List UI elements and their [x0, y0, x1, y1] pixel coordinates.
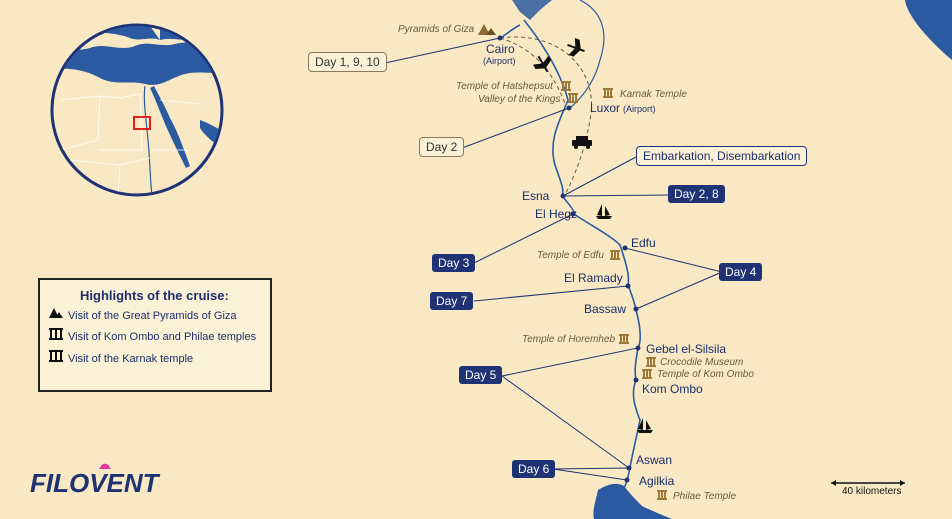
- temple-icon: [646, 357, 656, 367]
- site-valley: Valley of the Kings: [478, 94, 561, 105]
- city-kom-ombo: Kom Ombo: [642, 382, 703, 396]
- airplane-icon-2: [532, 55, 552, 73]
- city-aswan: Aswan: [636, 453, 673, 467]
- flight-path-2: [499, 36, 592, 196]
- legend-item-text: Visit of Kom Ombo and Philae temples: [68, 331, 257, 343]
- site-philae: Philae Temple: [673, 491, 737, 502]
- site-edfu-temple: Temple of Edfu: [537, 250, 604, 261]
- temple-icon: [610, 250, 620, 260]
- callout-lines: [384, 37, 723, 481]
- callout-day-6: Day 6: [512, 460, 556, 478]
- felucca-icon: [596, 204, 612, 219]
- city-cairo: Cairo: [486, 42, 515, 56]
- city-bassaw: Bassaw: [584, 302, 627, 316]
- callout-day-2: Day 2: [419, 137, 465, 157]
- legend-item-text: Visit of the Karnak temple: [68, 353, 194, 365]
- site-giza: Pyramids of Giza: [398, 24, 475, 35]
- temple-icon: [561, 81, 571, 91]
- site-kom-ombo-temple: Temple of Kom Ombo: [657, 369, 754, 380]
- temple-icon: [48, 328, 64, 343]
- legend-title: Highlights of the cruise:: [80, 288, 229, 303]
- city-agilkia: Agilkia: [639, 474, 675, 488]
- brand-logo: FILOVENT: [30, 468, 159, 498]
- city-luxor-sub: (Airport): [623, 104, 656, 114]
- city-edfu: Edfu: [631, 236, 656, 250]
- city-gebel-el-silsila: Gebel el-Silsila: [646, 342, 727, 356]
- site-horemheb: Temple of Horemheb: [522, 334, 616, 345]
- temple-icons: [561, 81, 667, 500]
- temple-icon: [603, 88, 613, 98]
- scale-arrow-icon: [831, 480, 905, 486]
- city-luxor: Luxor: [590, 101, 621, 115]
- temple-icon: [657, 490, 667, 500]
- car-icon: [572, 136, 592, 149]
- site-crocodile: Crocodile Museum: [660, 357, 744, 368]
- airplane-icon: [567, 37, 585, 57]
- callout-embarkation: Embarkation, Disembarkation: [636, 146, 808, 166]
- logo-hat-icon: [99, 463, 111, 469]
- callout-day-7: Day 7: [430, 292, 474, 310]
- nile-delta: [512, 0, 552, 20]
- legend-item-karnak: Visit of the Karnak temple: [48, 350, 193, 365]
- pyramid-icon: [48, 307, 64, 322]
- city-esna: Esna: [522, 189, 550, 203]
- temple-icon: [48, 350, 64, 365]
- callout-day-2-8: Day 2, 8: [668, 185, 725, 203]
- callout-day-5: Day 5: [459, 366, 503, 384]
- legend-item-kom-ombo: Visit of Kom Ombo and Philae temples: [48, 328, 256, 343]
- callout-day-4: Day 4: [719, 263, 763, 281]
- site-hatshepsut: Temple of Hatshepsut: [456, 81, 553, 92]
- callout-day-3: Day 3: [432, 254, 476, 272]
- inset-globe: [50, 23, 224, 197]
- felucca-icon-2: [637, 418, 653, 433]
- legend-item-pyramids: Visit of the Great Pyramids of Giza: [48, 307, 237, 322]
- temple-icon: [642, 369, 652, 379]
- region-marker: [133, 116, 151, 130]
- site-karnak: Karnak Temple: [620, 89, 687, 100]
- legend-box: Highlights of the cruise: Visit of the G…: [38, 278, 272, 392]
- nile-upper: [569, 0, 605, 109]
- lake-nasser: [593, 483, 672, 519]
- city-cairo-sub: (Airport): [483, 56, 516, 66]
- city-el-ramady: El Ramady: [564, 271, 623, 285]
- city-el-hegz: El Hegz: [535, 207, 578, 221]
- scale-label: 40 kilometers: [842, 486, 902, 497]
- temple-icon: [568, 93, 578, 103]
- red-sea: [905, 0, 952, 60]
- temple-icon: [619, 334, 629, 344]
- legend-item-text: Visit of the Great Pyramids of Giza: [68, 310, 237, 322]
- pyramid-icon: [478, 24, 496, 35]
- callout-day-1-9-10: Day 1, 9, 10: [308, 52, 387, 72]
